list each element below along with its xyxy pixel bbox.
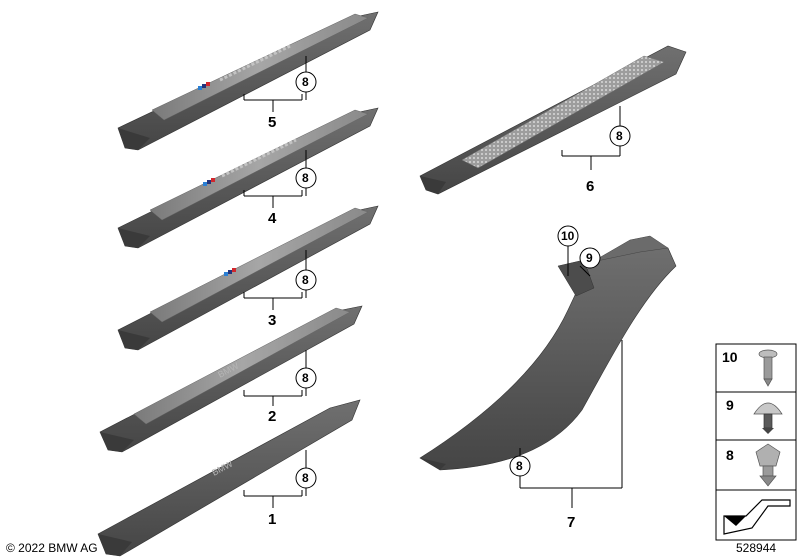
fastener-callout-circle: [295, 269, 317, 291]
fastener-callout-number: 9: [586, 251, 593, 265]
callout-4: [243, 150, 307, 208]
fastener-callout-number: 8: [302, 171, 309, 185]
part-number-label: 3: [268, 312, 276, 329]
door-sill-part-5: [117, 11, 379, 151]
diagram-id-text: 528944: [736, 541, 777, 555]
m-logo-icon: [203, 178, 215, 186]
m-logo-icon: [224, 268, 236, 276]
expanding-rivet-icon: [758, 349, 778, 387]
fastener-callout-circle: [579, 247, 601, 269]
callout-6: [561, 106, 621, 170]
fastener-callout-number: 8: [616, 129, 623, 143]
callout-5: [243, 56, 307, 112]
fastener-callout-circle: [295, 71, 317, 93]
door-sill-part-3: [117, 205, 379, 351]
m-logo-icon: [198, 82, 210, 90]
spreader-nut-clip-icon: [755, 443, 781, 487]
part-number-label: 2: [268, 408, 276, 425]
fastener-callout-number: 8: [302, 371, 309, 385]
fastener-legend: 10 9 8: [715, 343, 797, 541]
door-sill-part-6: [419, 45, 687, 195]
copyright-text: © 2022 BMW AG: [6, 541, 98, 555]
legend-number: 10: [722, 349, 738, 365]
callout-3: [243, 250, 307, 310]
fastener-callout-circle: [509, 455, 531, 477]
door-sill-part-1: BMW: [97, 399, 361, 557]
part-number-label: 4: [268, 210, 277, 227]
legend-number: 8: [726, 447, 734, 463]
part-number-label: 7: [567, 514, 575, 531]
fastener-callout-circle: [295, 167, 317, 189]
legend-number: 9: [726, 397, 734, 413]
part-number-label: 5: [268, 114, 276, 131]
b-pillar-trim-part-7: [419, 235, 677, 471]
push-button-clip-icon: [753, 402, 783, 434]
arrow-symbol-icon: [723, 499, 791, 535]
door-sill-part-4: [117, 107, 379, 249]
fastener-callout-number: 8: [302, 75, 309, 89]
fastener-callout-number: 10: [561, 229, 575, 243]
fastener-callout-number: 8: [302, 471, 309, 485]
fastener-callout-number: 8: [302, 273, 309, 287]
fastener-callout-circle: [609, 125, 631, 147]
fastener-callout-number: 8: [516, 459, 523, 473]
callout-2: [243, 350, 307, 406]
part-number-label: 6: [586, 178, 594, 195]
fastener-callout-circle: [557, 225, 579, 247]
part-number-label: 1: [268, 511, 276, 528]
fastener-callout-circle: [295, 367, 317, 389]
callout-1: [243, 450, 307, 508]
fastener-callout-circle: [295, 467, 317, 489]
